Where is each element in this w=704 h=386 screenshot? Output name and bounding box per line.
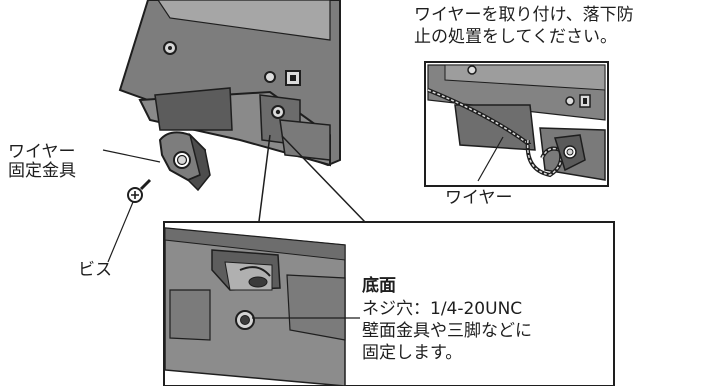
screw-leader-line <box>107 201 134 263</box>
wire-label: ワイヤー <box>445 188 513 208</box>
screw-label: ビス <box>78 260 112 280</box>
bottom-title: 底面 <box>362 276 396 296</box>
screw <box>127 178 152 203</box>
instruction-line2: 止の処置をしてください。 <box>414 27 617 47</box>
wire-detail-inset <box>424 61 609 187</box>
wire-bracket <box>158 131 211 192</box>
bottom-desc-line2: 壁面金具や三脚などに <box>362 321 532 341</box>
wire-bracket-label-line1: ワイヤー <box>8 142 76 162</box>
instruction-line1: ワイヤーを取り付け、落下防 <box>414 5 634 25</box>
bottom-desc-line1: ネジ穴：1/4-20UNC <box>362 299 523 319</box>
camera-body-main <box>118 0 341 167</box>
callout-line-right <box>281 135 366 223</box>
bottom-detail-box <box>163 221 615 386</box>
bracket-leader-line <box>102 149 161 163</box>
wire-bracket-label-line2: 固定金具 <box>8 161 76 181</box>
bottom-desc-line3: 固定します。 <box>362 343 463 363</box>
